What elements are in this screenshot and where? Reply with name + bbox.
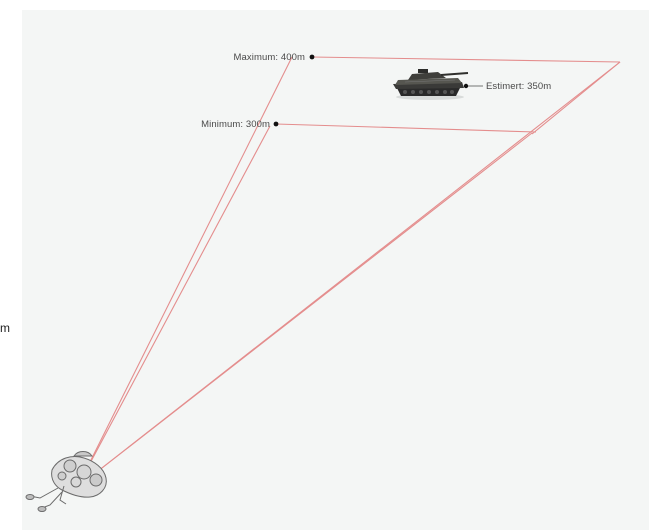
maximum-marker	[309, 54, 315, 60]
minimum-label: Minimum: 300m	[201, 119, 270, 130]
minimum-marker	[273, 121, 279, 127]
diagram-panel	[22, 10, 649, 530]
soldier-icon	[25, 451, 107, 512]
sight-line-minimum	[79, 125, 271, 483]
range-lines	[79, 56, 621, 483]
edge-text-fragment: m	[0, 321, 10, 335]
range-band-right-edge	[531, 61, 621, 135]
tank-icon	[393, 69, 469, 100]
estimate-label: Estimert: 350m	[486, 81, 551, 92]
maximum-label: Maximum: 400m	[233, 52, 305, 63]
minimum-range-line	[275, 123, 537, 133]
maximum-range-line	[311, 56, 621, 63]
sight-line-maximum	[79, 56, 293, 483]
estimate-marker	[463, 83, 469, 89]
